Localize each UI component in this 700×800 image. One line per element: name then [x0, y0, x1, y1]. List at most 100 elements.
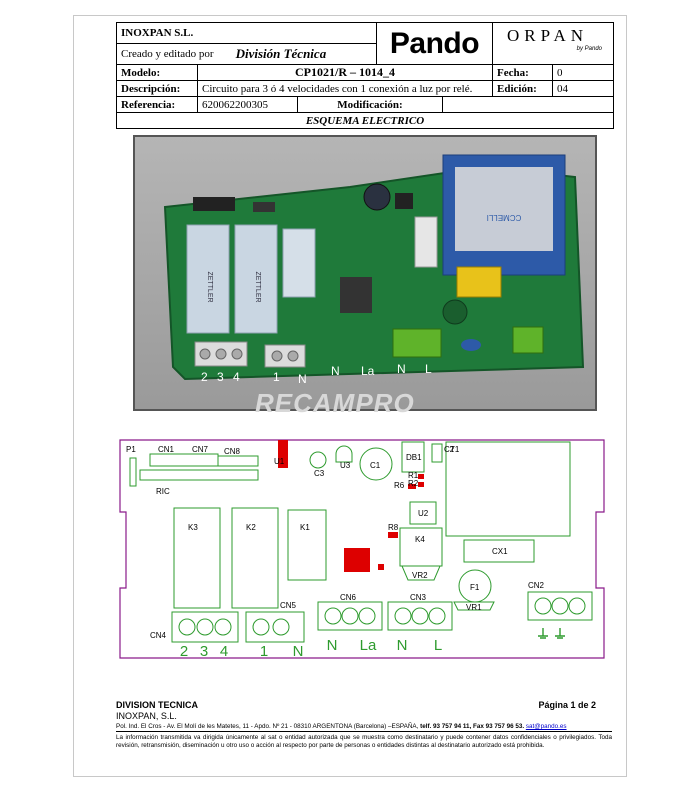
address-text: Pol. Ind. El Cros - Av. El Molí de les M… — [116, 723, 421, 730]
label-db1: DB1 — [406, 453, 422, 462]
label-cn2: CN2 — [528, 581, 545, 590]
r6-pad — [408, 484, 416, 489]
ric-outline — [139, 469, 259, 481]
k4-outline — [399, 527, 443, 567]
reference-label: Referencia: — [117, 97, 198, 113]
c1-outline — [359, 447, 393, 481]
label-k3: K3 — [188, 523, 198, 532]
electrolytic-capacitor — [363, 183, 391, 211]
label-vr1: VR1 — [466, 603, 482, 612]
created-label: Creado y editado por — [121, 48, 214, 60]
label-cx1: CX1 — [492, 547, 508, 556]
date-label: Fecha: — [493, 65, 553, 81]
photo-label-n1: N — [298, 372, 307, 386]
u1-pads — [278, 440, 288, 468]
label-r2: R2 — [408, 479, 419, 488]
watermark: RECAMPRO — [255, 388, 415, 418]
orpan-logo-text: ORPAN — [507, 26, 589, 45]
edition-value: 04 — [553, 81, 614, 97]
vr2-outline — [401, 565, 441, 581]
term-label-n1: N — [293, 643, 304, 660]
label-r6: R6 — [394, 481, 405, 490]
label-cn6: CN6 — [340, 593, 357, 602]
label-u1: U1 — [274, 457, 285, 466]
pando-logo: Pando — [377, 23, 493, 65]
description-label: Descripción: — [117, 81, 198, 97]
orpan-logo: ORPAN by Pando — [493, 23, 614, 65]
term-label-n2: N — [327, 637, 338, 654]
smd-component — [344, 548, 370, 572]
phone-text: telf. 93 757 94 11, Fax 93 757 96 53. — [420, 723, 525, 730]
label-c3: C3 — [314, 469, 325, 478]
u3-outline — [335, 445, 353, 463]
date-value: 0 — [553, 65, 614, 81]
transformer: CCMELLI — [442, 154, 566, 276]
label-k2: K2 — [246, 523, 256, 532]
photo-label-n2: N — [331, 364, 340, 378]
earth-icon-2 — [555, 628, 565, 639]
r8-pads — [388, 532, 398, 538]
cn1-cn7-outline — [149, 453, 219, 467]
page-border — [73, 15, 627, 777]
relay-small — [282, 228, 316, 298]
cn6-outline — [317, 601, 383, 631]
vr1-outline — [453, 601, 495, 611]
term-label-la: La — [360, 637, 377, 654]
cn3-outline — [387, 601, 453, 631]
label-k4: K4 — [415, 535, 425, 544]
x-capacitor — [456, 266, 502, 298]
label-c2: C2 — [444, 445, 455, 454]
db1-outline — [401, 441, 425, 473]
cn5-outline — [245, 611, 305, 643]
r1-pad — [418, 474, 424, 479]
modification-label: Modificación: — [298, 97, 443, 113]
label-u3: U3 — [340, 461, 351, 470]
photo-label-l: L — [425, 362, 432, 376]
smd-pad-small — [378, 564, 384, 570]
term-label-2: 2 — [180, 643, 188, 660]
term-label-l: L — [434, 637, 442, 654]
label-vr2: VR2 — [412, 571, 428, 580]
photo-label-1: 1 — [273, 370, 280, 384]
relay-left: ZETTLER — [186, 224, 230, 334]
label-cn4: CN4 — [150, 631, 167, 640]
u2-outline — [409, 501, 437, 525]
k3-outline — [173, 507, 221, 609]
pin-header — [193, 197, 235, 211]
label-r8: R8 — [388, 523, 399, 532]
k1-outline — [287, 509, 327, 581]
label-ric: RIC — [156, 487, 170, 496]
cn8-outline — [217, 455, 259, 467]
section-title: ESQUEMA ELECTRICO — [305, 115, 425, 127]
fuse — [442, 299, 468, 325]
model-value: CP1021/R – 1014_4 — [198, 65, 493, 81]
photo-label-la: La — [361, 364, 375, 378]
transformer-label: CCMELLI — [487, 213, 522, 222]
schematic-layout: P1 CN1 CN7 CN8 U1 C3 U3 C1 DB1 C2 T1 R1 … — [118, 438, 608, 660]
term-label-1: 1 — [260, 643, 268, 660]
orpan-logo-sub: by Pando — [576, 46, 602, 52]
cn4-outline — [171, 611, 239, 643]
footer: DIVISION TECNICA Página 1 de 2 INOXPAN, … — [116, 700, 612, 750]
c2-outline — [431, 443, 443, 463]
pcb-photo: ZETTLER ZETTLER CCMELLI — [133, 135, 597, 411]
document-header: INOXPAN S.L. Creado y editado por Divisi… — [116, 22, 614, 129]
page-number: Página 1 de 2 — [538, 700, 596, 710]
schematic-drawing: P1 CN1 CN7 CN8 U1 C3 U3 C1 DB1 C2 T1 R1 … — [119, 439, 605, 660]
relay-right: ZETTLER — [234, 224, 278, 334]
model-label: Modelo: — [117, 65, 198, 81]
ic-chip — [340, 277, 372, 313]
k2-outline — [231, 507, 279, 609]
terminal-block-earth — [512, 326, 544, 354]
label-cn3: CN3 — [410, 593, 427, 602]
cx1-outline — [463, 539, 535, 563]
photo-label-4: 4 — [233, 370, 240, 384]
relay-left-label: ZETTLER — [206, 271, 213, 302]
r2-pad — [418, 482, 424, 487]
label-f1: F1 — [470, 583, 480, 592]
label-cn5: CN5 — [280, 601, 297, 610]
label-cn1: CN1 — [158, 445, 175, 454]
label-r1: R1 — [408, 471, 419, 480]
email-link[interactable]: sat@pando.es — [525, 723, 567, 730]
label-cn7: CN7 — [192, 445, 209, 454]
